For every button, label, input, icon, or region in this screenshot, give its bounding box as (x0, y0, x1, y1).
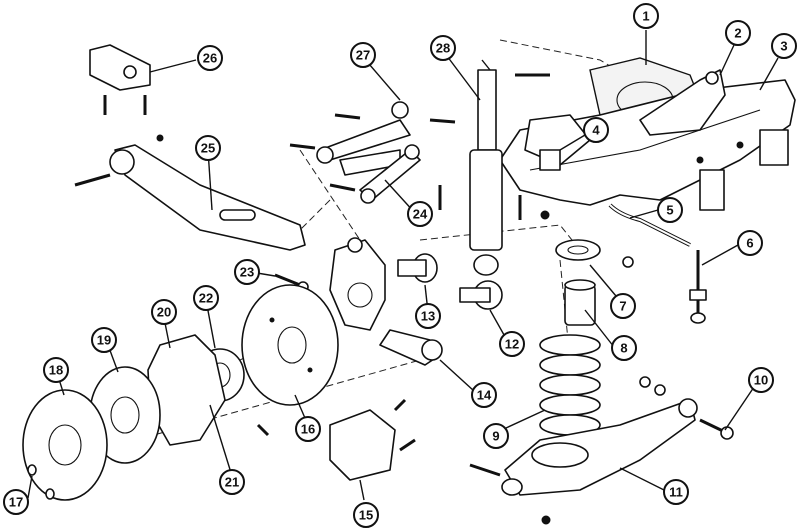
coil-spring (539, 334, 601, 436)
brake-caliper (329, 398, 416, 481)
callout-9: 9 (483, 423, 509, 449)
callout-20: 20 (151, 299, 177, 325)
callout-18: 18 (43, 357, 69, 383)
callout-17: 17 (3, 489, 29, 515)
svg-text:8: 8 (620, 341, 627, 356)
svg-text:5: 5 (666, 203, 673, 218)
svg-text:20: 20 (157, 305, 171, 320)
svg-text:12: 12 (505, 337, 519, 352)
trailing-arm-bracket (89, 44, 151, 115)
ball-joint (459, 280, 503, 310)
svg-text:22: 22 (199, 291, 213, 306)
callout-26: 26 (197, 45, 223, 71)
assorted-bolts (156, 113, 666, 477)
svg-text:13: 13 (421, 309, 435, 324)
svg-text:19: 19 (97, 333, 111, 348)
stabilizer-link (689, 250, 707, 324)
callout-21: 21 (219, 469, 245, 495)
svg-text:3: 3 (780, 39, 787, 54)
upper-control-arm (316, 101, 411, 176)
callout-3: 3 (771, 33, 797, 59)
svg-text:7: 7 (619, 299, 626, 314)
svg-text:16: 16 (301, 422, 315, 437)
svg-text:1: 1 (642, 9, 649, 24)
wheel-studs (27, 464, 55, 500)
svg-text:23: 23 (240, 265, 254, 280)
svg-text:27: 27 (356, 48, 370, 63)
callout-22: 22 (193, 285, 219, 311)
callout-10: 10 (748, 367, 774, 393)
svg-text:21: 21 (225, 475, 239, 490)
callout-19: 19 (91, 327, 117, 353)
crossmember-bracket (639, 69, 726, 136)
stabilizer-bar (608, 203, 691, 247)
spring-isolator (564, 279, 596, 326)
callout-14: 14 (471, 382, 497, 408)
steering-knuckle (329, 237, 386, 331)
callout-5: 5 (657, 197, 683, 223)
callout-15: 15 (353, 502, 379, 528)
callout-23: 23 (234, 259, 260, 285)
svg-text:11: 11 (669, 485, 683, 500)
callout-27: 27 (350, 42, 376, 68)
lower-link (379, 329, 443, 366)
callout-13: 13 (415, 303, 441, 329)
backing-plate (241, 284, 339, 406)
svg-text:28: 28 (436, 41, 450, 56)
callout-6: 6 (737, 230, 763, 256)
trailing-link (359, 144, 421, 204)
svg-text:17: 17 (9, 495, 23, 510)
callout-16: 16 (295, 416, 321, 442)
callout-7: 7 (610, 293, 636, 319)
svg-text:14: 14 (477, 388, 492, 403)
svg-text:24: 24 (413, 207, 428, 222)
svg-text:4: 4 (592, 123, 600, 138)
callout-8: 8 (611, 335, 637, 361)
callout-11: 11 (663, 479, 689, 505)
callout-leaders (27, 30, 779, 501)
svg-text:18: 18 (49, 363, 63, 378)
svg-text:9: 9 (492, 429, 499, 444)
rear-crossmember (499, 79, 796, 211)
crossmember-mount (524, 114, 591, 171)
callout-25: 25 (195, 135, 221, 161)
svg-text:6: 6 (746, 236, 753, 251)
callout-24: 24 (407, 201, 433, 227)
svg-text:2: 2 (734, 26, 741, 41)
shock-absorber (469, 59, 550, 276)
callout-2: 2 (725, 20, 751, 46)
callout-1: 1 (633, 3, 659, 29)
callout-28: 28 (430, 35, 456, 61)
callout-12: 12 (499, 331, 525, 357)
spring-upper-seat (555, 239, 601, 261)
svg-text:26: 26 (203, 51, 217, 66)
brake-rotor (22, 389, 108, 501)
trailing-arm (74, 144, 306, 251)
lower-control-arm (501, 398, 698, 525)
control-arm-bolt (699, 418, 734, 440)
svg-text:25: 25 (201, 141, 215, 156)
svg-text:10: 10 (754, 373, 768, 388)
svg-text:15: 15 (359, 508, 373, 523)
knuckle-bushing (397, 253, 438, 283)
callout-4: 4 (583, 117, 609, 143)
